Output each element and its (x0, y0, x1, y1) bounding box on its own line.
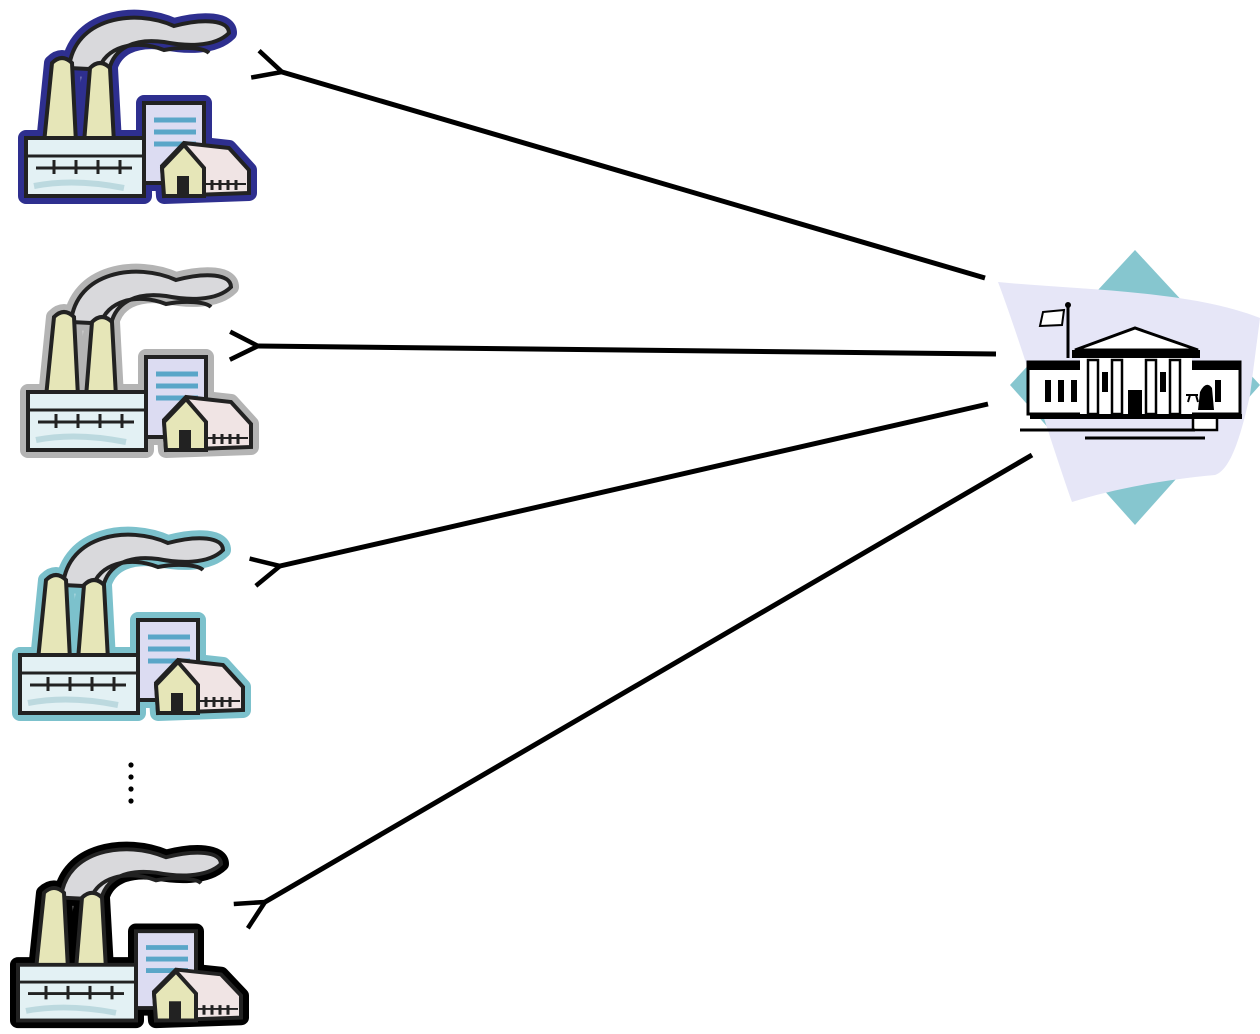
arrow-to-factory-3 (280, 401, 989, 566)
government-building-icon (998, 250, 1260, 525)
factory-icon-4 (18, 849, 241, 1020)
arrow-to-factory-4 (265, 452, 1034, 902)
arrow-to-factory-1 (282, 72, 986, 281)
vertical-ellipsis-icon (128, 762, 134, 804)
factory-icon-2 (28, 272, 251, 450)
arrows (258, 72, 1034, 902)
factory-icon-3 (20, 535, 243, 713)
factory-icon-1 (26, 18, 249, 196)
arrow-to-factory-2 (258, 346, 997, 354)
